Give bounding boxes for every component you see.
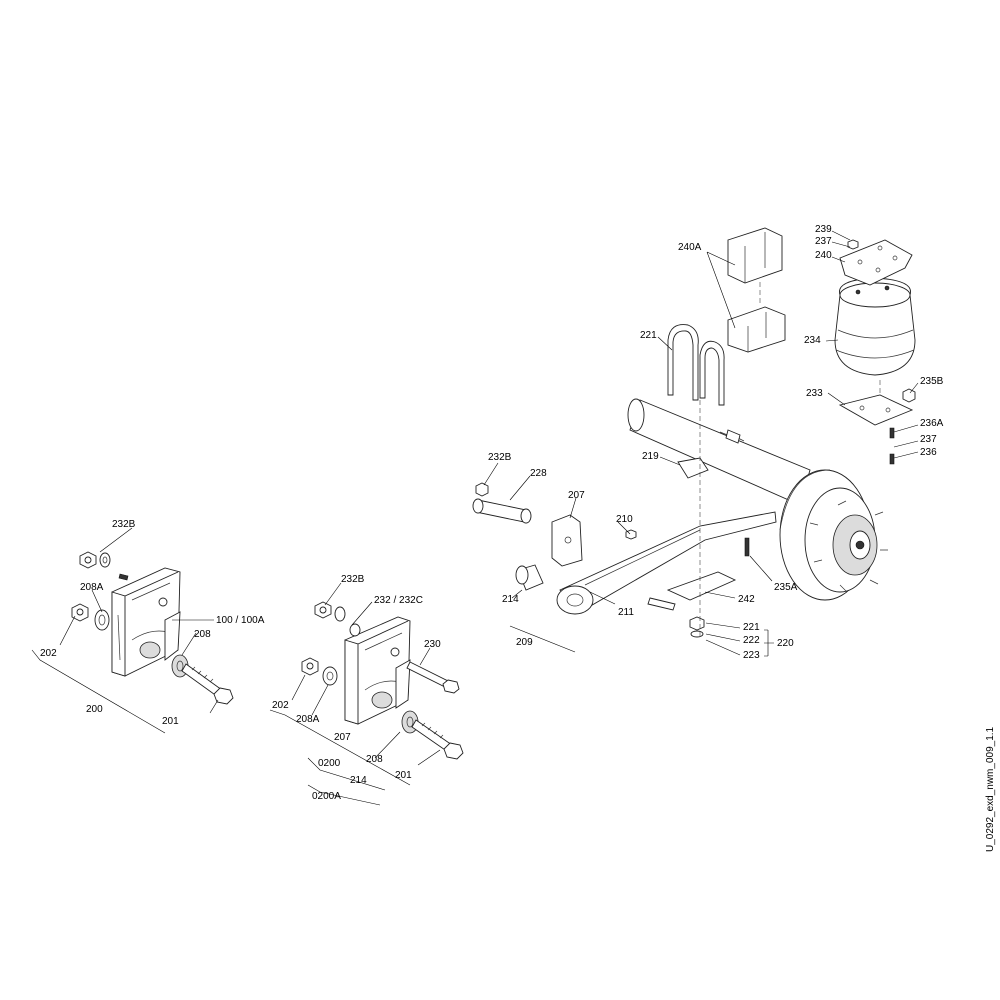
label-237-top: 237	[815, 236, 832, 247]
label-201-left: 201	[162, 716, 179, 727]
part-labels: 240A 239 237 240 221 234 235B 233 236A 2…	[40, 224, 944, 802]
label-240A: 240A	[678, 242, 702, 253]
label-219: 219	[642, 451, 659, 462]
label-220: 220	[777, 638, 794, 649]
label-232B-right: 232B	[488, 452, 512, 463]
bracket-assembly-0200	[301, 601, 464, 760]
label-230: 230	[424, 639, 441, 650]
label-201-middle: 201	[395, 770, 412, 781]
label-235A: 235A	[774, 582, 798, 593]
label-208A-middle: 208A	[296, 714, 320, 725]
label-209: 209	[516, 637, 533, 648]
label-221-nut: 221	[743, 622, 760, 633]
label-208A-left: 208A	[80, 582, 104, 593]
label-228: 228	[530, 468, 547, 479]
label-239: 239	[815, 224, 832, 235]
bracket-assembly-200	[71, 551, 234, 705]
label-214-right: 214	[502, 594, 519, 605]
label-223: 223	[743, 650, 760, 661]
label-207-right: 207	[568, 490, 585, 501]
label-234: 234	[804, 335, 821, 346]
label-0200A: 0200A	[312, 791, 341, 802]
label-200: 200	[86, 704, 103, 715]
label-100-100A: 100 / 100A	[216, 615, 265, 626]
label-208-left: 208	[194, 629, 211, 640]
label-0200: 0200	[318, 758, 341, 769]
label-221-ubolt: 221	[640, 330, 657, 341]
leader-lines	[31, 230, 919, 806]
label-207-middle: 207	[334, 732, 351, 743]
label-214-middle: 214	[350, 775, 367, 786]
label-208-middle: 208	[366, 754, 383, 765]
label-232B-middle: 232B	[341, 574, 365, 585]
axle-assembly	[472, 227, 916, 640]
label-233: 233	[806, 388, 823, 399]
label-242: 242	[738, 594, 755, 605]
label-202-left: 202	[40, 648, 57, 659]
drawing-id: U_0292_exd_nwm_009_1.1	[985, 726, 996, 852]
label-240: 240	[815, 250, 832, 261]
label-236A: 236A	[920, 418, 944, 429]
label-232B-left: 232B	[112, 519, 136, 530]
label-237-bottom: 237	[920, 434, 937, 445]
label-232-232C: 232 / 232C	[374, 595, 423, 606]
label-211: 211	[618, 607, 634, 618]
label-236: 236	[920, 447, 937, 458]
label-210: 210	[616, 514, 633, 525]
label-222: 222	[743, 635, 760, 646]
label-202-middle: 202	[272, 700, 289, 711]
label-235B: 235B	[920, 376, 944, 387]
